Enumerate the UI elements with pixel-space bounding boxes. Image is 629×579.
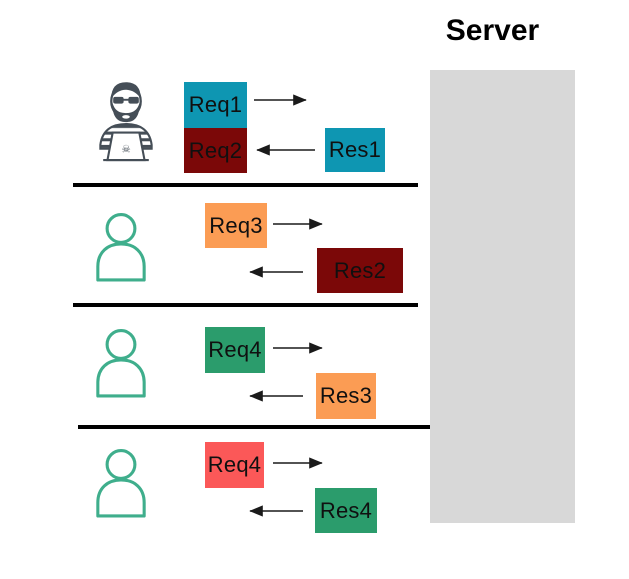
user-icon bbox=[94, 212, 148, 282]
response-box-res4: Res4 bbox=[315, 488, 377, 533]
lane-divider bbox=[73, 303, 418, 307]
user-icon bbox=[94, 448, 148, 518]
lane-divider bbox=[73, 183, 418, 187]
response-box-res1: Res1 bbox=[325, 128, 385, 172]
hacker-icon: ☠ bbox=[88, 76, 164, 172]
server-title: Server bbox=[445, 14, 540, 47]
request-box-req2: Req2 bbox=[184, 128, 247, 173]
svg-text:☠: ☠ bbox=[121, 145, 130, 156]
request-box-req1: Req1 bbox=[184, 82, 247, 128]
user-icon bbox=[94, 328, 148, 398]
request-box-req4: Req4 bbox=[205, 442, 264, 488]
server-box bbox=[430, 70, 575, 523]
request-box-req3: Req3 bbox=[205, 203, 267, 248]
response-box-res3: Res3 bbox=[316, 373, 376, 419]
lane-divider bbox=[78, 425, 430, 429]
response-box-res2: Res2 bbox=[317, 248, 403, 293]
request-box-req4: Req4 bbox=[205, 327, 265, 373]
